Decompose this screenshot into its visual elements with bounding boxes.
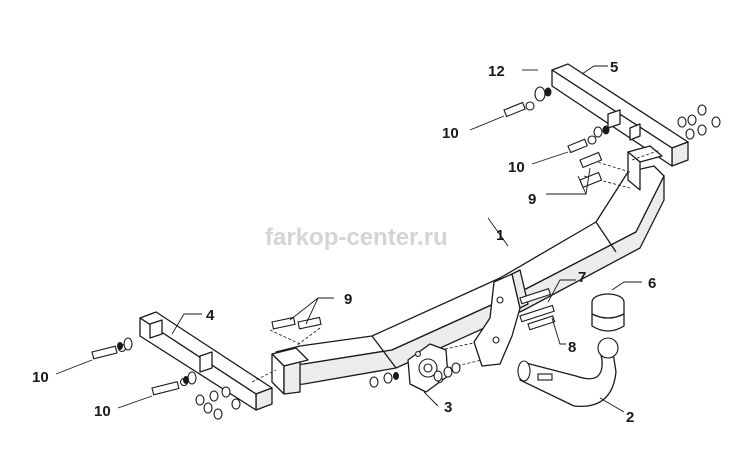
bolts-9-right (579, 151, 603, 189)
bolts-9-left (271, 316, 322, 330)
callout-2: 2 (626, 409, 634, 426)
watermark-text: farkop-center.ru (265, 224, 448, 251)
ball-cap (591, 293, 625, 332)
callout-10-left-lower: 10 (94, 403, 111, 420)
callout-5: 5 (610, 59, 618, 76)
tow-ball-neck (517, 337, 619, 408)
bolts-10 (91, 101, 597, 396)
callout-6: 6 (648, 275, 656, 292)
callout-1: 1 (496, 227, 504, 244)
callout-10-mid: 10 (508, 159, 525, 176)
callout-9-left: 9 (344, 291, 352, 308)
callout-10-top: 10 (442, 125, 459, 142)
callout-7: 7 (578, 269, 586, 286)
bolts-7-8 (519, 288, 556, 331)
cross-beam (271, 145, 665, 395)
callout-12: 12 (488, 63, 505, 80)
callouts: 1 2 3 4 5 6 7 8 9 9 10 10 10 10 12 (32, 59, 656, 426)
bracket-right (551, 63, 689, 167)
callout-3: 3 (444, 399, 452, 416)
callout-9-top: 9 (528, 191, 536, 208)
leader-lines (55, 65, 642, 413)
callout-4: 4 (206, 307, 215, 324)
callout-8: 8 (568, 339, 576, 356)
bracket-left (139, 311, 273, 411)
washers-and-nuts (117, 86, 721, 420)
callout-10-left-upper: 10 (32, 369, 49, 386)
